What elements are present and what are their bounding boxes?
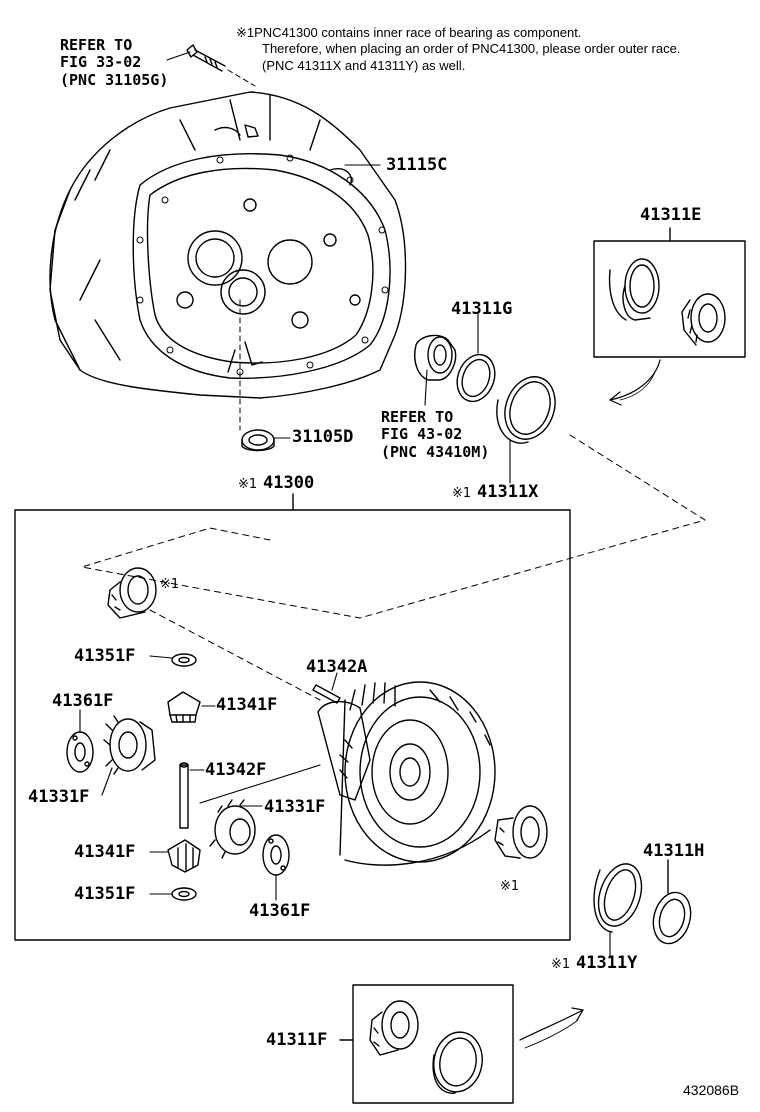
footnote-mark: ※1 xyxy=(236,25,255,40)
part-label-41311x[interactable]: 41311X xyxy=(477,482,539,502)
mark-41300: ※1 xyxy=(238,477,258,492)
footnote-line-3: (PNC 41311X and 41311Y) as well. xyxy=(262,57,466,73)
pin-41342a-drawing xyxy=(312,684,341,704)
differential-case-ring-gear-drawing xyxy=(317,681,496,866)
part-label-41351f-top[interactable]: 41351F xyxy=(74,646,136,666)
part-label-41342a[interactable]: 41342A xyxy=(306,657,368,677)
pinion-gear-top-drawing xyxy=(167,691,201,723)
part-label-31105d[interactable]: 31105D xyxy=(292,427,354,447)
part-label-41311g[interactable]: 41311G xyxy=(451,299,513,319)
footnote: ※1PNC41300 contains inner race of bearin… xyxy=(236,25,680,74)
ref-33-line-2: FIG 33-02 xyxy=(60,53,142,72)
part-label-41300[interactable]: 41300 xyxy=(263,473,315,493)
side-gear-mid-drawing xyxy=(209,799,256,859)
side-gear-left-drawing xyxy=(103,715,156,775)
footnote-line-2: Therefore, when placing an order of PNC4… xyxy=(262,41,681,57)
ref-33-line-1: REFER TO xyxy=(60,36,133,54)
part-label-41342f[interactable]: 41342F xyxy=(205,760,267,780)
shim-41311h-drawing xyxy=(652,891,692,945)
oil-seal-31105d-drawing xyxy=(241,429,275,452)
bolt-drawing xyxy=(186,44,226,72)
bearing-race-41311f-drawing xyxy=(432,1031,483,1094)
part-label-41311e[interactable]: 41311E xyxy=(640,205,702,225)
ref-43-line-3: (PNC 43410M) xyxy=(381,442,490,461)
part-label-41361f-left[interactable]: 41361F xyxy=(52,691,114,711)
mark-bearing-top: ※1 xyxy=(160,577,180,592)
spacer-ring-drawing xyxy=(456,353,496,403)
part-label-41331f-left[interactable]: 41331F xyxy=(28,787,90,807)
pinion-shaft-drawing xyxy=(179,764,189,829)
part-label-41351f-bottom[interactable]: 41351F xyxy=(74,884,136,904)
box-41311f xyxy=(352,984,514,1104)
bearing-cone-41311e-drawing xyxy=(681,293,726,346)
refer-fig-33-02[interactable]: REFER TO FIG 33-02 (PNC 31105G) xyxy=(60,36,169,89)
bearing-inner-race-top-drawing xyxy=(107,567,157,619)
bearing-inner-race-right-drawing xyxy=(494,805,548,859)
part-label-41341f-top[interactable]: 41341F xyxy=(216,695,278,715)
part-label-41311y[interactable]: 41311Y xyxy=(576,953,638,973)
mark-41311y: ※1 xyxy=(551,957,571,972)
thrust-washer-bottom-drawing xyxy=(262,834,290,876)
ref-43-line-1: REFER TO xyxy=(381,408,454,426)
diagram-id: 432086B xyxy=(683,1082,740,1098)
part-label-41311h[interactable]: 41311H xyxy=(643,841,705,861)
outer-race-41311y-drawing xyxy=(593,863,643,933)
bearing-race-41311e-drawing xyxy=(608,258,660,321)
bearing-cone-41311f-drawing xyxy=(369,1000,419,1056)
footnote-line-1: PNC41300 contains inner race of bearing … xyxy=(254,25,582,40)
box-41311e xyxy=(593,240,746,358)
transaxle-case-drawing xyxy=(49,91,407,399)
outer-race-41311x-drawing xyxy=(496,376,556,444)
ref-43-line-2: FIG 43-02 xyxy=(381,425,463,444)
ref-33-line-3: (PNC 31105G) xyxy=(60,70,169,89)
refer-fig-43-02[interactable]: REFER TO FIG 43-02 (PNC 43410M) xyxy=(381,408,490,461)
part-label-41361f-bottom[interactable]: 41361F xyxy=(249,901,311,921)
thrust-washer-left-drawing xyxy=(66,731,94,773)
part-label-41311f[interactable]: 41311F xyxy=(266,1030,328,1050)
pinion-gear-bottom-drawing xyxy=(167,839,201,873)
box-41300 xyxy=(14,509,571,941)
part-label-41331f-mid[interactable]: 41331F xyxy=(264,797,326,817)
mark-bearing-right: ※1 xyxy=(500,879,520,894)
mark-41311x: ※1 xyxy=(452,486,472,501)
part-label-41341f-bottom[interactable]: 41341F xyxy=(74,842,136,862)
part-label-31115c[interactable]: 31115C xyxy=(386,155,448,175)
bearing-41311g-drawing xyxy=(414,334,457,381)
